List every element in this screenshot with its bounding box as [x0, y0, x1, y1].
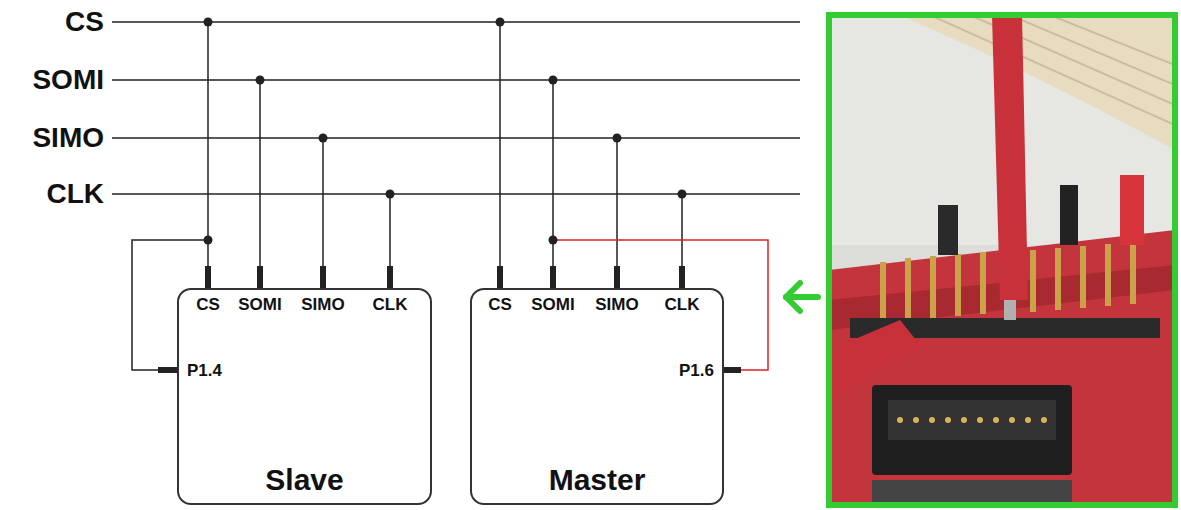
pin-name: CS — [196, 296, 220, 313]
pin-name: CLK — [373, 296, 408, 313]
signal-name: SOMI — [32, 66, 104, 94]
device-box: CS SOMI SIMO CLK P1.6Master — [470, 288, 724, 505]
pin-name: SOMI — [238, 296, 281, 313]
pin-name: SIMO — [595, 296, 638, 313]
pin-name: SOMI — [531, 296, 574, 313]
pin-name: SIMO — [301, 296, 344, 313]
signal-name: CLK — [46, 180, 104, 208]
pin-name: CS — [488, 296, 512, 313]
device-title: Master — [549, 465, 646, 495]
pin-name: P1.4 — [187, 362, 222, 379]
signal-name: CS — [65, 8, 104, 36]
signal-name: SIMO — [32, 124, 104, 152]
pin-name: P1.6 — [679, 362, 714, 379]
pin-name: CLK — [665, 296, 700, 313]
device-box: CS SOMI SIMO CLK P1.4Slave — [177, 288, 432, 505]
device-title: Slave — [265, 465, 343, 495]
